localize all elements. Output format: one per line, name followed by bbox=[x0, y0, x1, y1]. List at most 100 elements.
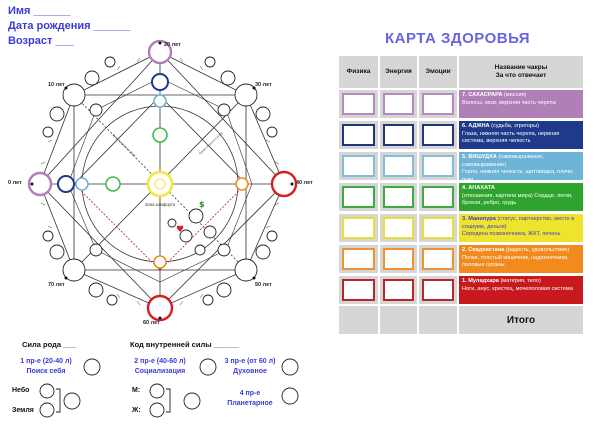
chakra-score-box[interactable] bbox=[383, 248, 414, 270]
chakra-score-box[interactable] bbox=[422, 93, 454, 115]
chakra-description-cell: 5. ВИШУДХА (самовыражение, самовыражение… bbox=[459, 152, 583, 180]
bottom-circles bbox=[39, 358, 299, 418]
chakra-title: 3. Манипура bbox=[462, 216, 496, 222]
result-circle-left bbox=[63, 392, 81, 410]
age-label-60: 60 лет bbox=[143, 320, 160, 326]
comfort-zone-label: Зона комфорта bbox=[145, 202, 176, 207]
purpose-3-sub: Духовное bbox=[233, 368, 267, 375]
age-label-30: 30 лет bbox=[255, 82, 272, 88]
chakra-title: 2. Свадхистана bbox=[462, 247, 505, 253]
zemlya-circle bbox=[39, 402, 55, 418]
chakra-energiya-cell[interactable] bbox=[380, 183, 417, 211]
female-line-label: Линия женского рода bbox=[111, 133, 136, 158]
chakra-fizika-cell[interactable] bbox=[339, 121, 378, 149]
chakra-row: 2. Свадхистана (радость, удовольствие)По… bbox=[339, 245, 583, 273]
purpose-2-title: 2 пр-е (40-60 л) bbox=[134, 358, 186, 365]
chakra-score-box[interactable] bbox=[342, 279, 375, 301]
chakra-description-cell: 7. САХАСРАРА (миссия)Волосы, мозг, верхн… bbox=[459, 90, 583, 118]
chakra-score-box[interactable] bbox=[342, 248, 375, 270]
purpose-4-sub: Планетарное bbox=[227, 400, 273, 407]
sila-roda-label: Сила рода ___ bbox=[22, 340, 76, 349]
itogo-energiya-cell[interactable] bbox=[380, 306, 417, 334]
chakra-emotsii-cell[interactable] bbox=[419, 90, 457, 118]
chakra-energiya-cell[interactable] bbox=[380, 90, 417, 118]
chakra-fizika-cell[interactable] bbox=[339, 276, 378, 304]
zh-circle bbox=[149, 402, 165, 418]
chakra-emotsii-cell[interactable] bbox=[419, 214, 457, 242]
kod-sily-label: Код внутренней силы ______ bbox=[130, 340, 239, 349]
male-line-label: Линия мужского рода bbox=[198, 131, 224, 156]
top-indigo-circle bbox=[151, 73, 169, 91]
chakra-score-box[interactable] bbox=[342, 186, 375, 208]
nebo-circle bbox=[39, 383, 55, 399]
chakra-subtitle: (миссия) bbox=[502, 92, 527, 98]
right-orange-circle bbox=[235, 177, 249, 191]
chakra-score-box[interactable] bbox=[383, 93, 414, 115]
chakra-emotsii-cell[interactable] bbox=[419, 245, 457, 273]
chakra-score-box[interactable] bbox=[383, 186, 414, 208]
itogo-emotsii-cell[interactable] bbox=[419, 306, 457, 334]
age-label: Возраст ___ bbox=[8, 35, 74, 47]
chakra-energiya-cell[interactable] bbox=[380, 152, 417, 180]
chakra-body: Почки, толстый кишечник, надпочечники, п… bbox=[462, 254, 569, 269]
m-circle bbox=[149, 383, 165, 399]
chakra-score-box[interactable] bbox=[422, 155, 454, 177]
chakra-emotsii-cell[interactable] bbox=[419, 276, 457, 304]
col-energiya-header: Энергия bbox=[380, 56, 417, 88]
chakra-emotsii-cell[interactable] bbox=[419, 183, 457, 211]
chakra-score-box[interactable] bbox=[422, 279, 454, 301]
left-violet-circle bbox=[27, 171, 53, 197]
chakra-score-box[interactable] bbox=[342, 124, 375, 146]
itogo-fizika-cell[interactable] bbox=[339, 306, 378, 334]
chakra-emotsii-cell[interactable] bbox=[419, 121, 457, 149]
center-left-yellow-circle bbox=[154, 178, 166, 190]
chakra-score-box[interactable] bbox=[383, 217, 414, 239]
purpose-1-title: 1 пр-е (20-40 л) bbox=[20, 358, 72, 365]
chakra-row: 3. Манипура (статус, партнерство, место … bbox=[339, 214, 583, 242]
chakra-score-box[interactable] bbox=[383, 155, 414, 177]
chakra-fizika-cell[interactable] bbox=[339, 245, 378, 273]
chakra-description-cell: 6. АДЖНА (судьба, эгрегоры)Глаза, нижняя… bbox=[459, 121, 583, 149]
chakra-energiya-cell[interactable] bbox=[380, 121, 417, 149]
chakra-score-box[interactable] bbox=[342, 93, 375, 115]
chakra-subtitle: (судьба, эгрегоры) bbox=[489, 123, 540, 129]
chakra-subtitle: (радость, удовольствие) bbox=[504, 247, 570, 253]
result-circle-right bbox=[183, 392, 201, 410]
chakra-body: (отношения, картина мира) Сердце, легки,… bbox=[462, 192, 573, 207]
m-label: М: bbox=[132, 387, 141, 394]
chakra-body: Середина позвоночника, ЖКТ, печень bbox=[462, 231, 561, 238]
chakra-subtitle: (материя, тело) bbox=[498, 278, 541, 284]
purpose-1-sub: Поиск себя bbox=[26, 368, 66, 375]
chakra-circles bbox=[27, 39, 298, 322]
chakra-score-box[interactable] bbox=[422, 124, 454, 146]
right-red-circle bbox=[270, 170, 298, 198]
top-blue-circle bbox=[153, 94, 167, 108]
chakra-energiya-cell[interactable] bbox=[380, 214, 417, 242]
age-label-20: 20 лет bbox=[164, 42, 181, 48]
chakra-score-box[interactable] bbox=[422, 186, 454, 208]
dollar-icon: $ bbox=[199, 200, 205, 209]
chakra-fizika-cell[interactable] bbox=[339, 214, 378, 242]
purpose-2-circle bbox=[199, 358, 217, 376]
chakra-description-cell: 4. АНАХАТА(отношения, картина мира) Серд… bbox=[459, 183, 583, 211]
left-blue-circle bbox=[75, 177, 89, 191]
chakra-score-box[interactable] bbox=[342, 155, 375, 177]
itogo-label: Итого bbox=[506, 314, 536, 326]
purpose-4-title: 4 пр-е bbox=[239, 390, 261, 397]
chakra-fizika-cell[interactable] bbox=[339, 152, 378, 180]
chakra-fizika-cell[interactable] bbox=[339, 90, 378, 118]
chakra-row: 7. САХАСРАРА (миссия)Волосы, мозг, верхн… bbox=[339, 90, 583, 118]
chakra-fizika-cell[interactable] bbox=[339, 183, 378, 211]
chakra-title: 4. АНАХАТА bbox=[462, 185, 495, 191]
chakra-energiya-cell[interactable] bbox=[380, 245, 417, 273]
chakra-row: 5. ВИШУДХА (самовыражение, самовыражение… bbox=[339, 152, 583, 180]
chakra-score-box[interactable] bbox=[342, 217, 375, 239]
chakra-body: Ноги, анус, крестец, мочеполовая система bbox=[462, 285, 573, 292]
nebo-label: Небо bbox=[12, 387, 30, 394]
chakra-score-box[interactable] bbox=[383, 279, 414, 301]
chakra-score-box[interactable] bbox=[422, 217, 454, 239]
chakra-emotsii-cell[interactable] bbox=[419, 152, 457, 180]
chakra-energiya-cell[interactable] bbox=[380, 276, 417, 304]
chakra-score-box[interactable] bbox=[383, 124, 414, 146]
chakra-score-box[interactable] bbox=[422, 248, 454, 270]
